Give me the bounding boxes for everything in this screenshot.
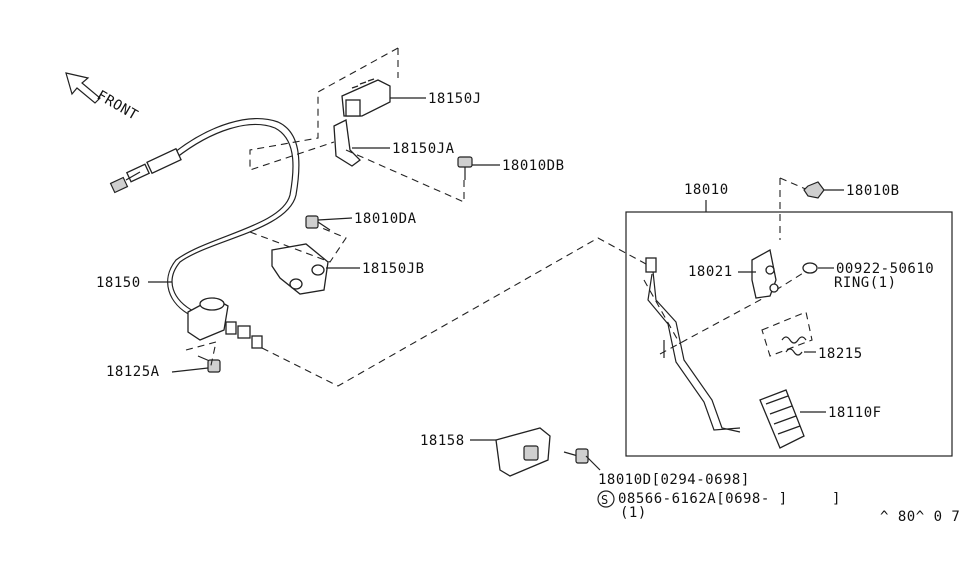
label-18150: 18150 — [96, 275, 141, 291]
pedal-arm — [645, 257, 741, 433]
bolt-18010DB-icon — [457, 156, 473, 180]
diagram-code: ^ 80^ 0 7 — [880, 509, 960, 525]
s-mark-circle-icon — [597, 490, 615, 508]
label-00922-ring: RING(1) — [834, 275, 897, 291]
label-18010D: 18010D[0294-0698] — [598, 472, 750, 488]
label-18150JA: 18150JA — [392, 141, 455, 157]
accelerator-cable — [109, 118, 300, 317]
label-08566: 08566-6162A[0698- ] — [618, 491, 788, 507]
cable-end-bracket — [187, 297, 263, 349]
assembly-guide-lines — [185, 47, 809, 387]
label-18150JB: 18150JB — [362, 261, 425, 277]
bolt-18010D-icon — [563, 448, 589, 464]
label-08566-qty: (1) — [620, 505, 647, 521]
clip-18150J — [341, 78, 391, 117]
label-00922: 00922-50610 — [836, 261, 934, 277]
front-arrow-icon — [65, 72, 101, 104]
bolt-18125A-icon — [197, 355, 221, 373]
s-mark: S — [601, 493, 609, 507]
stopper-18158 — [495, 427, 551, 477]
bracket-18021 — [751, 248, 779, 299]
label-18021: 18021 — [688, 264, 733, 280]
label-18110F: 18110F — [828, 405, 882, 421]
bolt-18010DA-icon — [305, 215, 331, 231]
label-18158: 18158 — [420, 433, 465, 449]
spring-18215 — [761, 311, 813, 357]
label-18150J: 18150J — [428, 91, 482, 107]
bracket-18150JB — [271, 243, 329, 295]
leader-lines — [148, 97, 844, 471]
front-label: FRONT — [94, 88, 141, 124]
label-08566-bracket: ] — [832, 491, 841, 507]
label-18125A: 18125A — [106, 364, 160, 380]
label-18010: 18010 — [684, 182, 729, 198]
label-18010DA: 18010DA — [354, 211, 417, 227]
bracket-18150JA — [333, 119, 361, 167]
nut-18010B-icon — [803, 181, 825, 199]
label-18010B: 18010B — [846, 183, 900, 199]
assembly-18010-frame — [625, 211, 953, 457]
ring-00922-icon — [802, 262, 818, 274]
label-18215: 18215 — [818, 346, 863, 362]
label-18010DB: 18010DB — [502, 158, 565, 174]
pedal-pad-18110F — [759, 389, 805, 449]
